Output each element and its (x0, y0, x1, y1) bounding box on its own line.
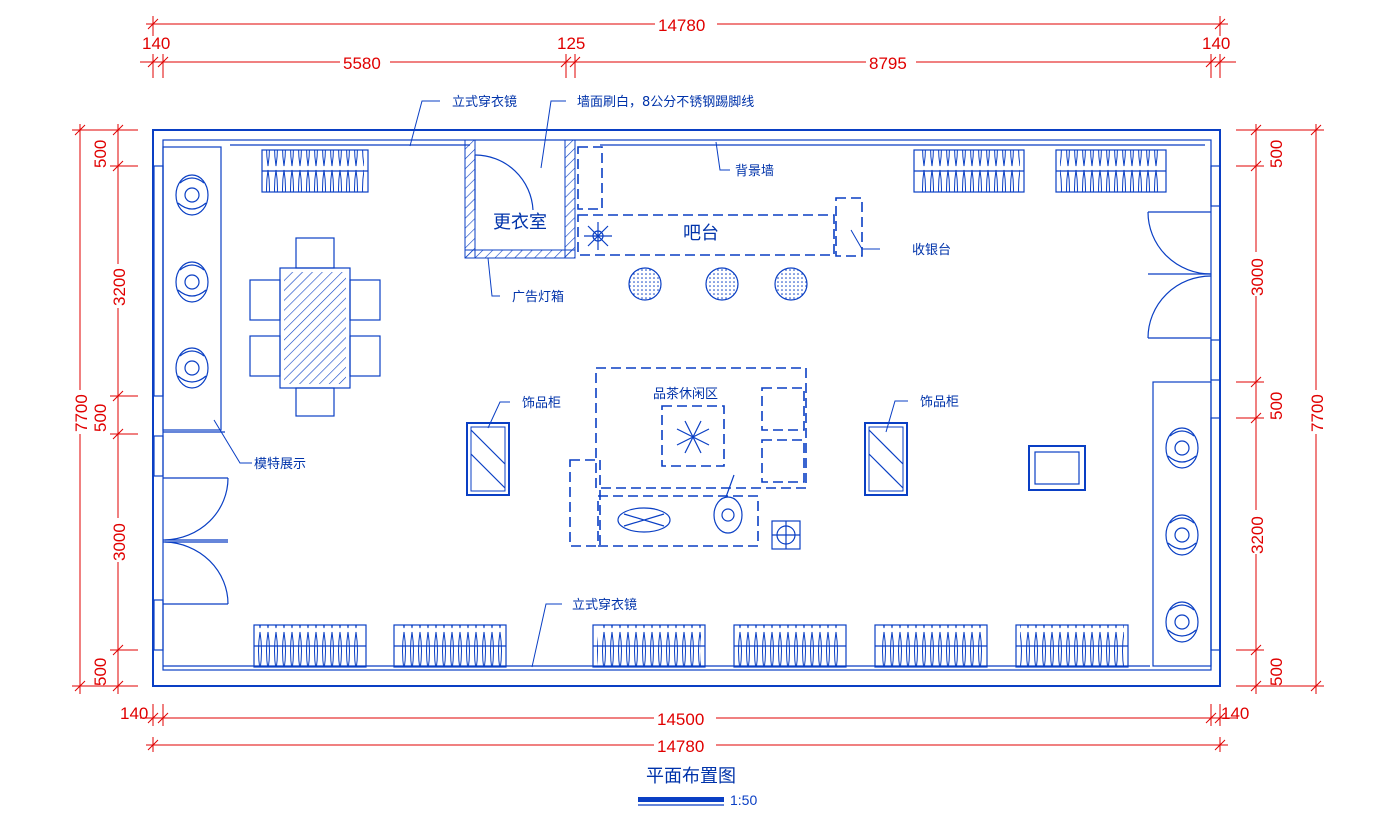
right-door[interactable] (1147, 211, 1212, 339)
background-wall-label: 背景墙 (735, 164, 774, 179)
title-text: 平面布置图 (646, 766, 736, 787)
meeting-table (249, 237, 381, 417)
mannequin-icons (175, 174, 1199, 643)
annotations: 立式穿衣镜 墙面刷白，8公分不锈钢踢脚线 背景墙 收银台 广告灯箱 饰品柜 饰品… (213, 94, 959, 668)
floor-box (1028, 445, 1086, 491)
dim-left-seg-1: 500 (91, 140, 110, 168)
model-display-right (1152, 381, 1212, 667)
display-left-label: 饰品柜 (522, 396, 561, 411)
display-right-label: 饰品柜 (920, 395, 959, 410)
bar-label: 吧台 (683, 223, 719, 244)
dim-bottom-right-wall: 140 (1221, 704, 1249, 723)
clothing-racks (253, 149, 1167, 668)
model-display-left (162, 146, 225, 433)
dim-right-seg-3: 500 (1267, 392, 1286, 420)
dimension-texts: 14780 140 5580 125 8795 140 140 14500 14… (70, 14, 1327, 756)
cashier-label: 收银台 (912, 243, 951, 258)
drawing-title: 平面布置图 1:50 (638, 766, 757, 808)
dim-left-seg-3: 500 (91, 404, 110, 432)
model-display-label: 模特展示 (254, 457, 306, 472)
dim-right-seg-5: 500 (1267, 658, 1286, 686)
sofa-icon (617, 507, 671, 533)
mirror-top-label: 立式穿衣镜 (452, 94, 517, 110)
walls (152, 129, 1221, 687)
dim-top-seg2: 8795 (869, 54, 907, 73)
tea-area-label: 品茶休闲区 (653, 386, 718, 402)
display-cabinet-right (864, 422, 908, 496)
dim-left-seg-4: 3000 (110, 523, 129, 561)
dim-left-overall: 7700 (72, 394, 91, 432)
dim-top-mid-wall: 125 (557, 34, 585, 53)
bar-counter: 吧台 (577, 146, 863, 257)
display-cabinet-left (466, 422, 510, 496)
person-icon (713, 474, 743, 534)
fitting-room: 更衣室 (464, 139, 576, 259)
dim-bottom-overall: 14780 (657, 737, 704, 756)
wall-note-label: 墙面刷白，8公分不锈钢踢脚线 (577, 94, 754, 110)
fitting-room-label: 更衣室 (493, 212, 547, 233)
dim-left-seg-5: 500 (91, 658, 110, 686)
dim-right-seg-1: 500 (1267, 140, 1286, 168)
dim-top-overall: 14780 (658, 16, 705, 35)
scale-text: 1:50 (730, 792, 757, 808)
dim-right-seg-4: 3200 (1248, 516, 1267, 554)
dim-right-seg-2: 3000 (1248, 258, 1267, 296)
dim-top-right-wall: 140 (1202, 34, 1230, 53)
dim-top-left-wall: 140 (142, 34, 170, 53)
bar-stools (628, 267, 808, 301)
mirror-bottom-label: 立式穿衣镜 (572, 597, 637, 613)
dim-right-overall: 7700 (1308, 394, 1327, 432)
dim-top-seg1: 5580 (343, 54, 381, 73)
dimension-lines (72, 16, 1324, 752)
left-door[interactable] (163, 477, 229, 605)
dim-bottom-inner: 14500 (657, 710, 704, 729)
lightbox-label: 广告灯箱 (512, 289, 564, 305)
dim-bottom-left-wall: 140 (120, 704, 148, 723)
plant-icon (584, 222, 612, 250)
tea-table-icon (676, 420, 710, 454)
dim-left-seg-2: 3200 (110, 268, 129, 306)
lamp-icon (771, 520, 801, 550)
tea-lounge: 品茶休闲区 (569, 367, 807, 550)
